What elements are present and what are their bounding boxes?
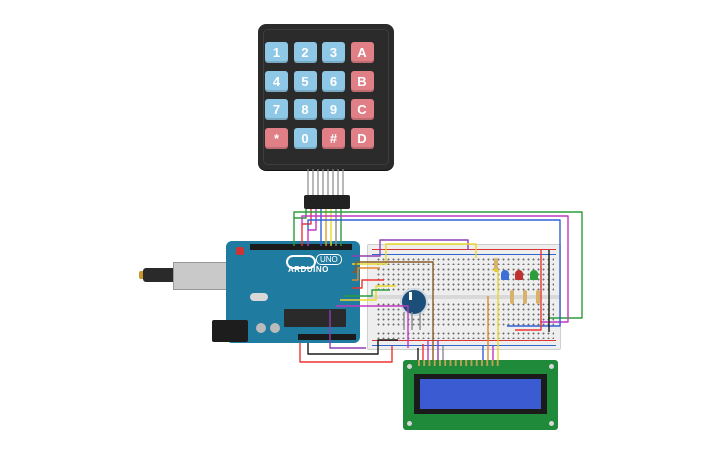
resistor (523, 290, 527, 304)
wire-yellow-3 (492, 269, 499, 350)
center-gutter (368, 295, 560, 299)
arduino-logo-icon (286, 255, 316, 269)
power-analog-header (298, 334, 356, 340)
wire-purple-2 (329, 310, 366, 349)
rail-holes (376, 331, 554, 339)
resistor (494, 258, 498, 272)
potentiometer[interactable] (400, 288, 428, 316)
wire-keypad-3 (307, 209, 317, 246)
wire-blue-outer (307, 219, 561, 327)
rail-positive (372, 340, 556, 341)
wire-red-outer (515, 250, 542, 331)
wire-red-bottom (299, 343, 393, 363)
reset-button[interactable] (236, 247, 244, 255)
usb-port (173, 262, 227, 290)
capacitor (270, 323, 280, 333)
led-red (515, 270, 523, 280)
crystal-oscillator (250, 293, 268, 301)
wire-green-2 (344, 289, 390, 297)
capacitor (256, 323, 266, 333)
led-green (530, 270, 538, 280)
wire-red-2 (352, 279, 384, 289)
mount-hole (549, 364, 554, 369)
rail-negative (372, 345, 556, 346)
keypad-connector (304, 195, 350, 209)
wire-magenta-2 (336, 305, 409, 348)
lcd-16x2-module (403, 360, 558, 430)
rail-positive (372, 249, 556, 250)
wire-magenta-outer (301, 215, 569, 323)
digital-header (250, 244, 352, 250)
rail-holes (376, 257, 554, 265)
power-jack (212, 320, 248, 342)
wire-purple-1 (352, 239, 469, 257)
mount-hole (407, 421, 412, 426)
terminal-holes-top (376, 267, 554, 293)
keypad-frame (263, 29, 389, 165)
potentiometer-indicator (409, 292, 412, 300)
wire-yellow-2 (340, 285, 396, 301)
wire-brown-1 (352, 261, 434, 350)
wire-green-outer (293, 211, 583, 319)
resistor (536, 290, 540, 304)
lcd-pin-header (418, 360, 502, 366)
arduino-logo-text: ARDUINO (288, 265, 329, 274)
wire-yellow-1 (352, 243, 477, 265)
lcd-screen (420, 379, 541, 409)
board-model-label: UNO (316, 254, 342, 265)
mount-hole (549, 421, 554, 426)
wire-keypad-1 (293, 209, 307, 246)
wire-black-bottom (307, 339, 398, 355)
mount-hole (407, 364, 412, 369)
led-blue (501, 270, 509, 280)
resistor (510, 290, 514, 304)
keypad-ribbon-cable (307, 169, 344, 195)
wire-orange-1 (352, 267, 380, 281)
usb-cable-plug (143, 268, 175, 282)
rail-negative (372, 254, 556, 255)
